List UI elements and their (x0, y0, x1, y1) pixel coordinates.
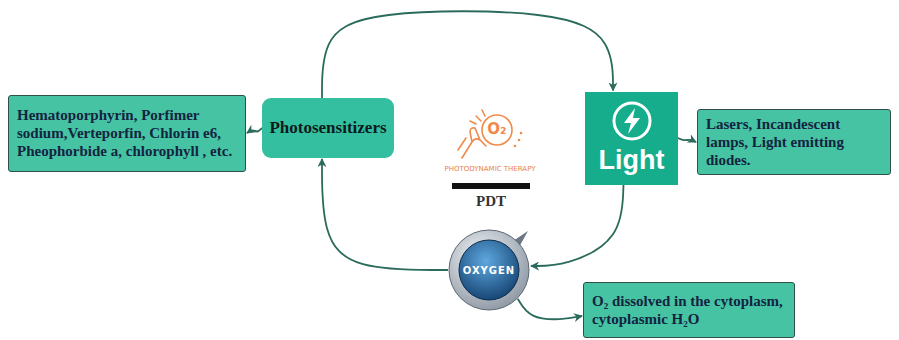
compound-list-box: Hematoporphyrin, Porfimer sodium,Vertepo… (8, 95, 246, 172)
dot-arc (514, 132, 523, 148)
node-text: OXYGEN (463, 265, 516, 276)
center-label: PDT (441, 193, 541, 210)
flow-arrow (531, 185, 624, 267)
oxygen-circle: OXYGEN (448, 229, 530, 311)
flow-arrow (322, 159, 448, 270)
oxygen-source-box: O₂ dissolved in the cytoplasm, cytoplasm… (583, 282, 795, 338)
black-bar (452, 183, 530, 189)
icon-caption: PHOTODYNAMIC THERAPY (440, 166, 540, 174)
flow-arrow (678, 138, 696, 142)
hand-outline (462, 128, 486, 158)
light-box: Light (585, 92, 678, 185)
node-text: Light (599, 146, 665, 176)
node-text: Lasers, Incandescent lamps, Light emitti… (706, 115, 882, 169)
node-text: Hematoporphyrin, Porfimer sodium,Vertepo… (17, 106, 237, 160)
source-list-box: Lasers, Incandescent lamps, Light emitti… (697, 109, 891, 175)
inner-disc (459, 240, 519, 300)
process-box: Photosensitizers (262, 98, 394, 158)
flow-arrow (518, 299, 582, 320)
lightning-icon (611, 100, 653, 142)
flow-arrow (247, 128, 262, 133)
flow-arrow (322, 11, 613, 98)
outer-ring (449, 230, 529, 310)
icon-symbol: O₂ (477, 121, 517, 138)
light-rays (470, 110, 485, 124)
node-text: Photosensitizers (269, 118, 386, 138)
hand-wrist (458, 138, 466, 150)
lightning-bolt (624, 108, 640, 134)
icon-ring (614, 103, 650, 139)
node-text: O₂ dissolved in the cytoplasm, cytoplasm… (592, 292, 786, 328)
